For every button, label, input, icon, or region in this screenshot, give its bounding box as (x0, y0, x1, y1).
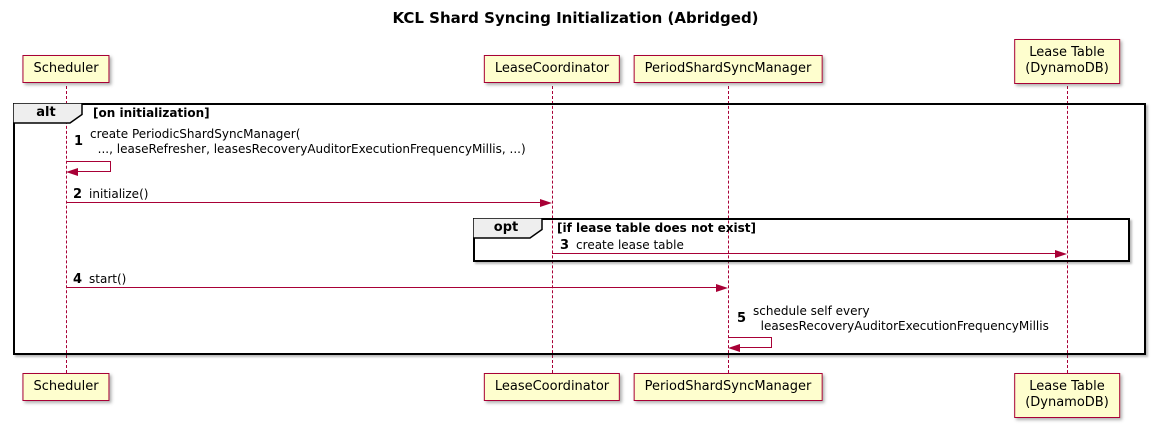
message-2-arrow-line (66, 202, 541, 203)
message-5-self-arrow-bottom (739, 347, 772, 348)
message-1-self-arrow-top (66, 161, 111, 162)
lifeline-periodshardsyncmanager (728, 86, 729, 373)
participant-scheduler-bottom: Scheduler (22, 373, 110, 402)
lifeline-leasecoordinator (552, 86, 553, 373)
opt-operator-label: opt (493, 220, 519, 235)
diagram-title: KCL Shard Syncing Initialization (Abridg… (392, 9, 759, 27)
message-5-label: 5 schedule self every leasesRecoveryAudi… (737, 304, 1049, 333)
alt-operator-pentagon: alt (12, 102, 83, 124)
message-1-number: 1 (74, 134, 84, 150)
pentagon-shape-icon (472, 217, 543, 239)
lifeline-leasetable (1067, 86, 1068, 373)
message-1-self-arrow-bottom (77, 171, 111, 172)
opt-operator-pentagon: opt (472, 217, 543, 239)
message-3-arrow-line (552, 253, 1056, 254)
message-4-label: 4 start() (73, 272, 126, 287)
message-5-arrowhead-icon (728, 344, 740, 352)
participant-leasecoordinator-top: LeaseCoordinator (483, 55, 621, 84)
message-2-text: initialize() (89, 187, 149, 202)
message-1-text: create PeriodicShardSyncManager( ..., le… (90, 127, 526, 156)
message-3-label: 3 create lease table (560, 238, 684, 253)
participant-periodshardsyncmanager-bottom: PeriodShardSyncManager (633, 373, 823, 402)
message-1-arrowhead-icon (66, 168, 78, 176)
pentagon-shape-icon (12, 102, 83, 124)
message-1-label: 1 create PeriodicShardSyncManager( ..., … (74, 127, 526, 156)
message-4-text: start() (89, 272, 127, 287)
message-5-text: schedule self every leasesRecoveryAudito… (753, 304, 1049, 333)
message-1-self-arrow-side (110, 161, 111, 172)
message-2-number: 2 (73, 187, 83, 202)
message-5-self-arrow-top (728, 337, 772, 338)
alt-condition-label: [on initialization] (93, 106, 210, 120)
alt-frame (13, 103, 1146, 355)
message-2-label: 2 initialize() (73, 187, 148, 202)
opt-condition-label: [if lease table does not exist] (557, 221, 757, 235)
participant-scheduler-top: Scheduler (22, 55, 110, 84)
participant-periodshardsyncmanager-top: PeriodShardSyncManager (633, 55, 823, 84)
alt-operator-label: alt (36, 105, 56, 120)
message-4-arrow-line (66, 287, 717, 288)
participant-leasetable-bottom: Lease Table (DynamoDB) (1014, 373, 1120, 418)
message-4-number: 4 (73, 272, 83, 287)
lifeline-scheduler (66, 86, 67, 373)
message-5-number: 5 (737, 311, 747, 327)
message-3-text: create lease table (576, 238, 684, 253)
participant-leasetable-top: Lease Table (DynamoDB) (1014, 39, 1120, 84)
participant-leasecoordinator-bottom: LeaseCoordinator (483, 373, 621, 402)
opt-frame (473, 218, 1130, 262)
message-3-number: 3 (560, 238, 570, 253)
message-4-arrowhead-icon (716, 284, 728, 292)
message-2-arrowhead-icon (540, 199, 552, 207)
message-3-arrowhead-icon (1055, 250, 1067, 258)
message-5-self-arrow-side (771, 337, 772, 348)
